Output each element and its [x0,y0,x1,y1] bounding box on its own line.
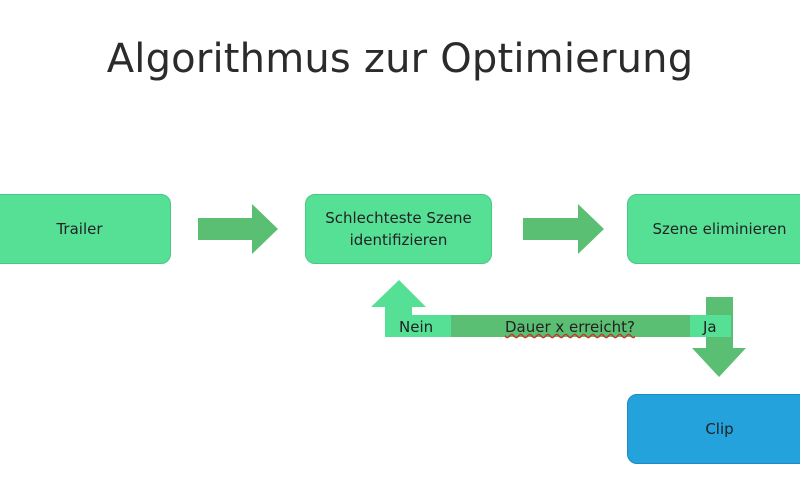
slide-title: Algorithmus zur Optimierung [106,36,694,82]
eliminate-scene-box: Szene eliminieren [627,194,800,264]
trailer-label: Trailer [56,220,103,238]
condition-label: Dauer x erreicht? [460,317,680,337]
worst-scene-box: Schlechteste Szene identifizieren [305,194,492,264]
arrow-worst-to-eliminate [523,204,604,254]
arrow-nein-up [371,280,451,337]
no-label: Nein [399,318,434,336]
ja-label-bg [690,315,731,337]
worst-scene-label: Schlechteste Szene identifizieren [325,209,472,249]
trailer-box: Trailer [0,194,171,264]
eliminate-scene-label: Szene eliminieren [652,220,787,238]
decision-bar [385,315,731,337]
condition-text: Dauer x erreicht? [504,318,636,336]
arrow-trailer-to-worst [198,204,278,254]
clip-box: Clip [627,394,800,464]
clip-label: Clip [705,420,734,438]
yes-label: Ja [703,318,717,336]
